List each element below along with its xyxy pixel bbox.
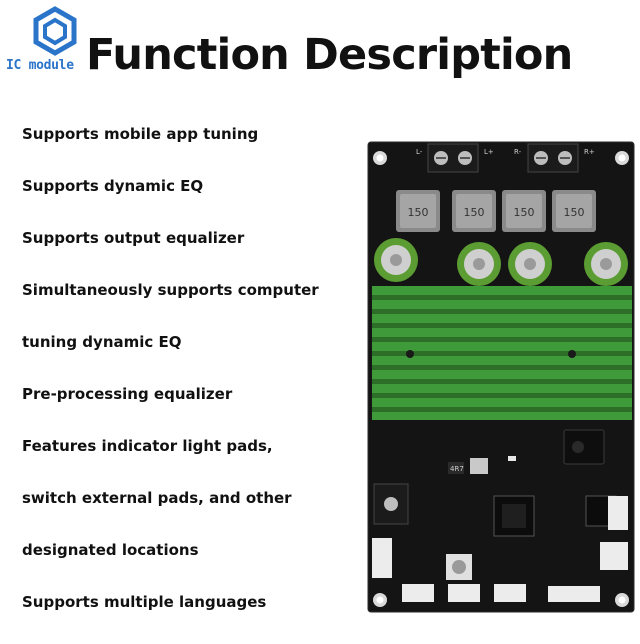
crystal xyxy=(470,458,488,474)
feature-item: Supports mobile app tuning xyxy=(22,125,259,143)
capacitor xyxy=(584,242,628,286)
feature-item: tuning dynamic EQ xyxy=(22,333,182,351)
right-speaker-terminal xyxy=(527,143,579,173)
capacitor xyxy=(508,242,552,286)
feature-item: Supports output equalizer xyxy=(22,229,245,247)
side-connector xyxy=(372,538,392,578)
left-speaker-terminal xyxy=(427,143,479,173)
feature-item: Supports multiple languages xyxy=(22,593,267,611)
logo-text: IC module xyxy=(6,58,74,73)
brand-logo: IC module xyxy=(6,6,98,76)
page-title: Function Description xyxy=(86,30,573,80)
heatsink xyxy=(372,286,632,420)
bottom-connector xyxy=(448,584,480,602)
mounting-hole xyxy=(376,154,384,162)
silkscreen-4r7: 4R7 xyxy=(450,465,464,473)
side-connector xyxy=(608,496,628,530)
capacitor xyxy=(374,238,418,282)
svg-text:150: 150 xyxy=(514,206,535,219)
bottom-connector xyxy=(548,586,600,602)
silkscreen-r-minus: R- xyxy=(514,148,522,156)
svg-text:150: 150 xyxy=(408,206,429,219)
inductor: 150 xyxy=(552,190,596,232)
silkscreen-l-plus: L+ xyxy=(484,148,494,156)
feature-item: Pre-processing equalizer xyxy=(22,385,233,403)
capacitor xyxy=(457,242,501,286)
feature-item: switch external pads, and other xyxy=(22,489,292,507)
inductor: 150 xyxy=(396,190,440,232)
smd-resistor xyxy=(448,462,464,474)
silkscreen-l-minus: L- xyxy=(416,148,423,156)
side-connector xyxy=(600,542,628,570)
feature-list: Supports mobile app tuning Supports dyna… xyxy=(22,124,362,644)
inductor: 150 xyxy=(452,190,496,232)
svg-text:150: 150 xyxy=(464,206,485,219)
amplifier-board-image: L- L+ R- R+ 150 150 150 150 xyxy=(367,141,635,613)
feature-item: Simultaneously supports computer xyxy=(22,281,319,299)
mounting-hole xyxy=(618,154,626,162)
svg-text:150: 150 xyxy=(564,206,585,219)
silkscreen-r-plus: R+ xyxy=(584,148,595,156)
mounting-hole xyxy=(376,596,384,604)
inductor: 150 xyxy=(502,190,546,232)
mounting-hole xyxy=(618,596,626,604)
feature-item: Features indicator light pads, xyxy=(22,437,273,455)
bottom-connector xyxy=(402,584,434,602)
bottom-connector xyxy=(494,584,526,602)
led xyxy=(508,456,516,461)
feature-item: designated locations xyxy=(22,541,199,559)
hexagon-logo-icon xyxy=(33,6,77,56)
feature-item: Supports dynamic EQ xyxy=(22,177,204,195)
